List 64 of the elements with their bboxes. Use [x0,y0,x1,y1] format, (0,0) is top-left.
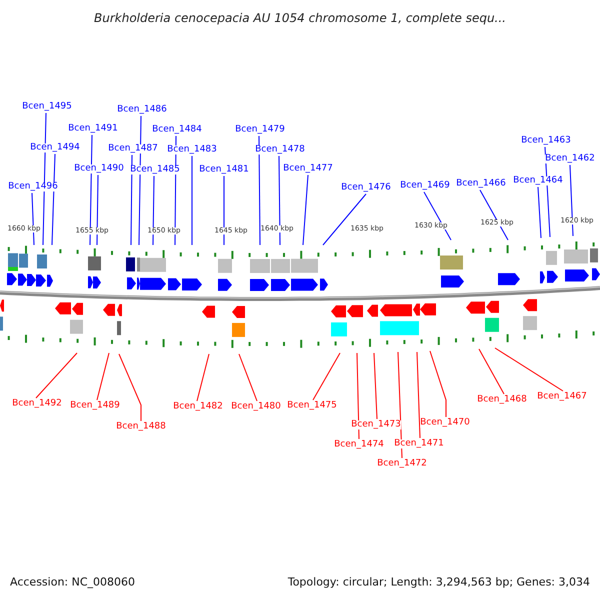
gene-label: Bcen_1485 [130,166,180,174]
gene-label: Bcen_1488 [116,422,166,432]
gene-label: Bcen_1464 [513,176,563,186]
gene-label: Bcen_1468 [477,396,527,404]
leader-line [430,350,446,418]
gene-label: Bcen_1491 [68,124,118,134]
gene-label: Bcen_1472 [377,460,427,468]
gene-label: Bcen_1480 [231,402,281,412]
leader-line [258,136,260,246]
gene-label: Bcen_1487 [108,144,158,154]
gene-label: Bcen_1462 [545,154,595,164]
title: Burkholderia cenocepacia AU 1054 chromosome 1, complete sequ... [94,12,506,24]
gene-label: Bcen_1496 [8,182,58,192]
gene-label: Bcen_1476 [341,184,391,192]
gene-label: Bcen_1473 [351,420,401,430]
gene-label: Bcen_1479 [235,126,285,134]
gene-label: Bcen_1490 [74,164,124,174]
leader-line [302,174,308,246]
leader-line [570,164,574,236]
gene-label: Bcen_1489 [70,402,120,410]
leader-line [196,354,210,402]
leader-line [90,134,92,246]
gene-label: Bcen_1467 [537,392,587,402]
gene-label: Bcen_1486 [117,106,167,114]
gene-label: Bcen_1470 [420,418,470,428]
leader-line [130,154,132,246]
accession-text: Accession: NC_008060 [10,576,136,588]
gene-label: Bcen_1484 [152,126,202,134]
leader-line [52,154,56,246]
leader-line [356,352,360,440]
leader-line [96,352,110,400]
leader-line [36,352,78,398]
gene-label: Bcen_1477 [283,164,333,174]
leader-line [374,352,378,420]
leader-line [96,174,98,246]
gene-label: Bcen_1466 [456,180,506,188]
gene-label: Bcen_1474 [334,440,384,450]
leader-line [138,116,142,246]
leader-line [322,194,366,246]
gene-label: Bcen_1478 [255,146,305,154]
leader-line [312,352,340,400]
gene-label: Bcen_1463 [521,136,571,146]
leader-line [118,354,142,422]
leader-line [152,176,154,246]
leader-line [494,348,564,392]
leader-line [42,112,46,246]
leader-line [238,354,258,402]
gene-label: Bcen_1482 [173,402,223,412]
gene-label: Bcen_1475 [287,402,337,410]
gene-label: Bcen_1495 [22,102,72,112]
leader-line [416,352,420,438]
gene-label: Bcen_1481 [199,166,249,174]
gene-label: Bcen_1469 [400,182,450,190]
leader-line [478,348,504,394]
gene-label: Bcen_1492 [12,400,62,408]
genome-info-text: Topology: circular; Length: 3,294,563 bp; Genes: 3,034 [288,576,590,588]
gene-label: Bcen_1471 [394,440,444,448]
leader-line [424,192,452,240]
gene-label: Bcen_1483 [167,146,217,154]
gene-label: Bcen_1494 [30,144,80,152]
leader-line [538,186,542,238]
leader-line [480,190,508,240]
leader-line [278,156,280,246]
leader-line [32,192,34,246]
